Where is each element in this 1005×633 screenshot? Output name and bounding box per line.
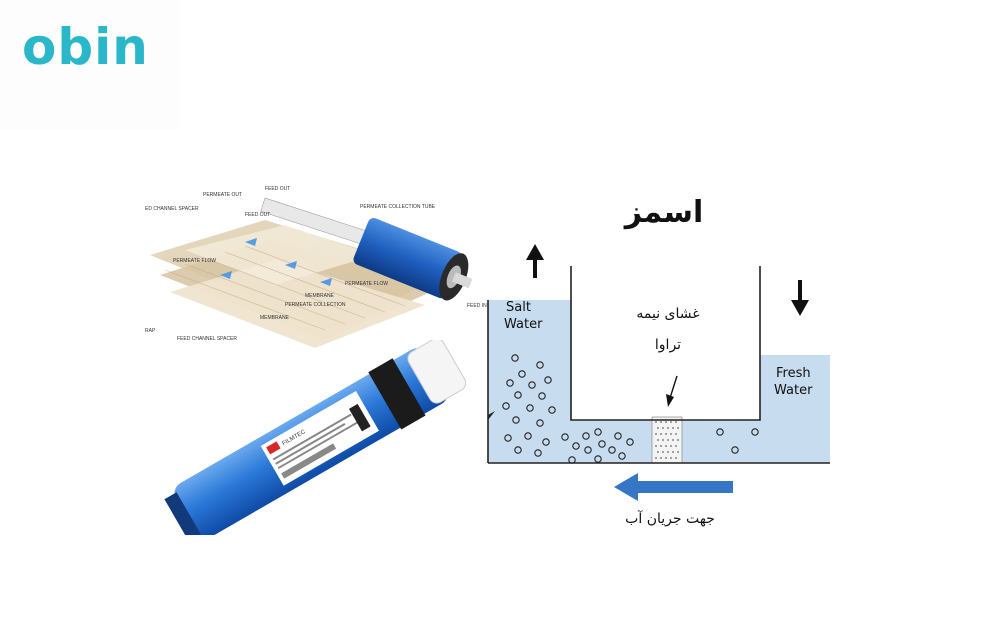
- label-feed-out-mid: FEED OUT: [245, 212, 270, 218]
- fresh-label-line1: Fresh: [776, 366, 811, 381]
- label-feed-channel-spacer-top: ED CHANNEL SPACER: [145, 206, 199, 212]
- label-permeate-collection: PERMEATE COLLECTION: [285, 302, 346, 308]
- water-regions: [488, 300, 830, 463]
- label-wrap: RAP: [145, 328, 156, 334]
- label-permeate-collection-tube: PERMEATE COLLECTION TUBE: [360, 204, 436, 210]
- fresh-water-region: [760, 355, 830, 463]
- label-permeate-out: PERMEATE OUT: [203, 192, 242, 198]
- container-walls: [487, 266, 830, 464]
- logo-area: obin: [0, 0, 180, 130]
- label-feed-channel-spacer-bottom: FEED CHANNEL SPACER: [177, 336, 237, 342]
- osmosis-diagram: اسمز: [487, 195, 830, 527]
- membrane-element: [353, 218, 473, 301]
- membrane-label-line2: تراوا: [655, 337, 681, 353]
- label-permeate-flow-left: PERMEATE FLOW: [173, 258, 216, 264]
- down-arrow: [791, 280, 809, 316]
- up-arrow: [526, 244, 544, 278]
- salt-label-line2: Water: [504, 317, 543, 332]
- label-permeate-flow-right: PERMEATE FLOW: [345, 281, 388, 287]
- diagram-title: اسمز: [623, 195, 704, 230]
- flow-arrows: [220, 238, 332, 286]
- label-membrane-2: MEMBRANE: [260, 315, 290, 321]
- membrane-label-line1: غشای نیمه: [636, 306, 699, 322]
- salt-water-region: [488, 300, 571, 463]
- salt-particles: [502, 354, 634, 464]
- salt-label-line1: Salt: [506, 300, 531, 315]
- membrane-pointer-arrow: [666, 375, 678, 407]
- label-feed-in: FEED IN: [467, 303, 487, 309]
- membrane-cutaway-illustration: FEED OUT PERMEATE OUT ED CHANNEL SPACER …: [145, 186, 487, 348]
- label-membrane-1: MEMBRANE: [305, 293, 335, 299]
- fresh-label-line2: Water: [774, 383, 813, 398]
- flow-direction-arrow: [614, 473, 733, 501]
- flow-direction-label: جهت جریان آب: [625, 510, 715, 527]
- obin-logo[interactable]: obin: [22, 18, 149, 76]
- label-feed-out-top: FEED OUT: [265, 186, 290, 192]
- fresh-particles: [716, 428, 759, 454]
- spacer-sheet: [185, 225, 375, 285]
- semipermeable-membrane: [651, 416, 683, 464]
- membrane-cylinder-image: FILMTEC: [164, 340, 467, 535]
